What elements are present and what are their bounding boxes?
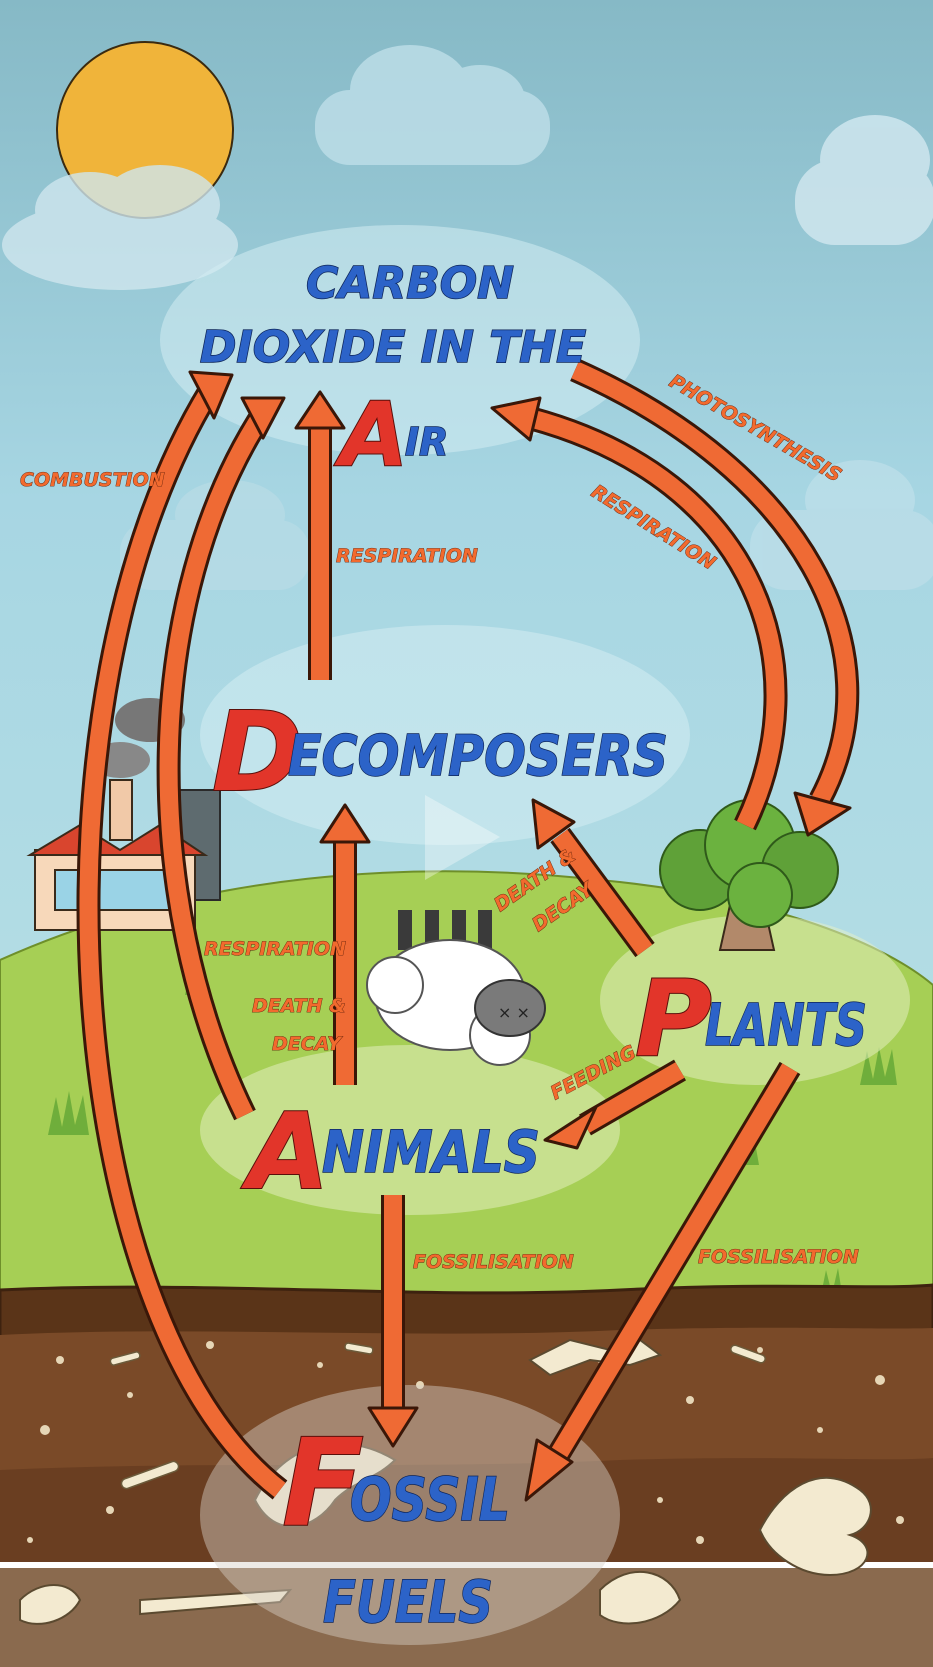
air-node-line1: CARBON [306,258,514,309]
fossil-node-highlight [200,1385,620,1645]
dead-sheep-icon: × × [366,910,546,1066]
plants-node-highlight [600,915,910,1085]
tree-icon [659,799,839,951]
plants-node: P LANTS [634,957,868,1081]
animals-node-initial: A [241,1091,329,1213]
bone-icon [109,1342,766,1490]
animals-node-highlight [200,1045,620,1215]
label-respiration-animals: RESPIRATION [204,938,346,960]
bottom-band [0,1568,933,1667]
cloud-icon [795,115,933,245]
label-fossilisation-plants: FOSSILISATION [698,1246,859,1268]
plants-node-rest: LANTS [705,991,867,1059]
animals-node: A NIMALS [240,1090,541,1214]
label-fossilisation-animals: FOSSILISATION [413,1251,574,1273]
label-respiration-decomposers: RESPIRATION [336,545,478,567]
fossil-node-initial: F [282,1415,364,1554]
label-death-decay-animals-2: DECAY [272,1033,343,1055]
svg-text:× ×: × × [498,1003,530,1022]
fossil-fuels-node: F OSSIL FUELS [281,1414,511,1637]
fossil-node-line2: FUELS [323,1568,493,1636]
cloud-icon [120,480,310,590]
video-scrubber-line [0,1562,933,1568]
label-death-decay-animals-1: DEATH & [252,995,346,1017]
label-combustion: COMBUSTION [20,469,165,491]
arrows [76,359,860,1502]
air-node: CARBON DIOXIDE IN THE A IR [199,257,587,487]
decomposers-node-rest: ECOMPOSERS [288,724,668,789]
air-node-line2: DIOXIDE IN THE [200,322,586,373]
decomposers-node: D ECOMPOSERS [211,687,669,817]
cloud-icon [2,165,238,290]
plants-node-initial: P [635,958,712,1080]
air-node-initial: A [334,383,408,486]
cloud-icon [315,45,550,165]
play-icon[interactable] [425,795,500,880]
decomposers-node-initial: D [212,688,303,816]
air-node-rest: IR [405,420,448,464]
fossil-node-rest: OSSIL [350,1465,510,1535]
animals-node-rest: NIMALS [322,1118,540,1186]
